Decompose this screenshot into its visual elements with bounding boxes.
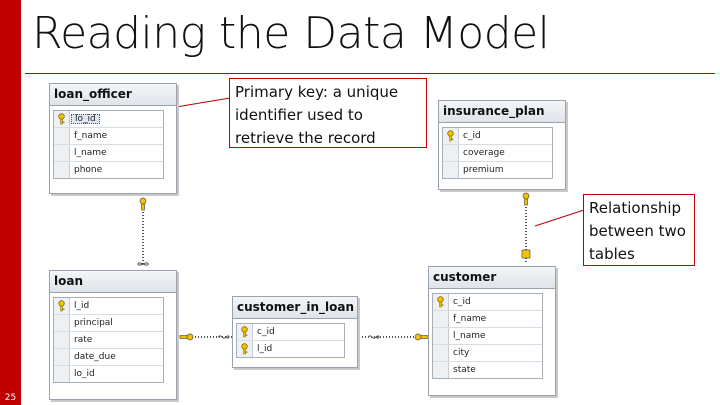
key-icon xyxy=(139,197,147,205)
table-customer[interactable]: customer c_id f_name l_name city state xyxy=(428,266,556,396)
table-row[interactable]: c_id xyxy=(237,324,344,341)
row-selector xyxy=(433,328,449,344)
key-icon xyxy=(186,333,194,341)
column-name: premium xyxy=(463,165,504,175)
column-name: c_id xyxy=(463,131,481,141)
column-name: lo_id xyxy=(71,114,100,124)
column-name: city xyxy=(453,348,470,358)
table-row[interactable]: l_name xyxy=(54,145,163,162)
slide-number: 25 xyxy=(4,393,17,403)
row-selector xyxy=(443,162,459,178)
accent-bar: 25 xyxy=(0,0,21,405)
column-name: rate xyxy=(74,335,93,345)
table-row[interactable]: c_id xyxy=(443,128,552,145)
column-list: lo_id f_name l_name phone xyxy=(53,110,164,179)
primary-key-icon xyxy=(237,341,253,357)
column-name: principal xyxy=(74,318,113,328)
table-row[interactable]: l_id xyxy=(54,298,163,315)
table-row[interactable]: state xyxy=(433,362,542,378)
column-name: l_name xyxy=(74,148,107,158)
row-selector xyxy=(54,162,70,178)
table-loan[interactable]: loan l_id principal rate date_due lo_id xyxy=(49,270,177,400)
column-name: l_id xyxy=(257,344,273,354)
column-name: coverage xyxy=(463,148,505,158)
infinity-icon xyxy=(217,335,230,339)
primary-key-icon xyxy=(433,294,449,310)
table-loan-officer[interactable]: loan_officer lo_id f_name l_name phone xyxy=(49,83,177,194)
table-title: insurance_plan xyxy=(439,101,565,123)
row-selector xyxy=(433,345,449,361)
table-row[interactable]: lo_id xyxy=(54,111,163,128)
column-name: phone xyxy=(74,165,103,175)
table-row[interactable]: premium xyxy=(443,162,552,178)
key-icon xyxy=(141,203,145,211)
row-selector xyxy=(54,315,70,331)
table-title: loan_officer xyxy=(50,84,176,106)
key-icon xyxy=(524,198,528,206)
column-name: state xyxy=(453,365,476,375)
column-list: c_id l_id xyxy=(236,323,345,358)
column-list: c_id coverage premium xyxy=(442,127,553,179)
key-icon xyxy=(522,192,530,200)
table-row[interactable]: rate xyxy=(54,332,163,349)
callout-primary-key: Primary key: a unique identifier used to… xyxy=(229,78,427,148)
row-selector xyxy=(54,349,70,365)
primary-key-icon xyxy=(443,128,459,144)
column-name: f_name xyxy=(453,314,487,324)
column-name: l_id xyxy=(74,301,90,311)
infinity-icon xyxy=(367,335,380,339)
primary-key-icon xyxy=(237,324,253,340)
table-row[interactable]: city xyxy=(433,345,542,362)
column-name: l_name xyxy=(453,331,486,341)
column-name: c_id xyxy=(453,297,471,307)
row-selector xyxy=(433,362,449,378)
table-row[interactable]: f_name xyxy=(433,311,542,328)
table-row[interactable]: coverage xyxy=(443,145,552,162)
table-insurance-plan[interactable]: insurance_plan c_id coverage premium xyxy=(438,100,566,190)
row-selector xyxy=(54,366,70,382)
table-row[interactable]: f_name xyxy=(54,128,163,145)
table-title: customer xyxy=(429,267,555,289)
table-row[interactable]: lo_id xyxy=(54,366,163,382)
key-icon xyxy=(420,335,429,339)
table-row[interactable]: principal xyxy=(54,315,163,332)
row-selector xyxy=(54,145,70,161)
slide-title: Reading the Data Model xyxy=(32,8,550,59)
row-selector xyxy=(433,311,449,327)
column-list: c_id f_name l_name city state xyxy=(432,293,543,379)
key-icon xyxy=(414,333,422,341)
relationship-leader-line xyxy=(534,209,585,227)
column-list: l_id principal rate date_due lo_id xyxy=(53,297,164,383)
column-name: f_name xyxy=(74,131,108,141)
table-title: customer_in_loan xyxy=(233,297,357,319)
primary-key-icon xyxy=(54,298,70,314)
callout-relationship: Relationship between two tables xyxy=(583,194,695,266)
table-row[interactable]: c_id xyxy=(433,294,542,311)
row-selector xyxy=(443,145,459,161)
table-row[interactable]: l_id xyxy=(237,341,344,357)
infinity-icon xyxy=(137,262,149,266)
table-customer-in-loan[interactable]: customer_in_loan c_id l_id xyxy=(232,296,358,368)
column-name: lo_id xyxy=(74,369,95,379)
table-row[interactable]: phone xyxy=(54,162,163,178)
table-row[interactable]: l_name xyxy=(433,328,542,345)
column-name: date_due xyxy=(74,352,116,362)
row-selector xyxy=(54,128,70,144)
title-divider xyxy=(25,73,715,74)
row-selector xyxy=(54,332,70,348)
column-name: c_id xyxy=(257,327,275,337)
key-icon xyxy=(521,249,531,259)
table-row[interactable]: date_due xyxy=(54,349,163,366)
primary-key-icon xyxy=(54,111,70,127)
table-title: loan xyxy=(50,271,176,293)
key-icon xyxy=(179,335,188,339)
